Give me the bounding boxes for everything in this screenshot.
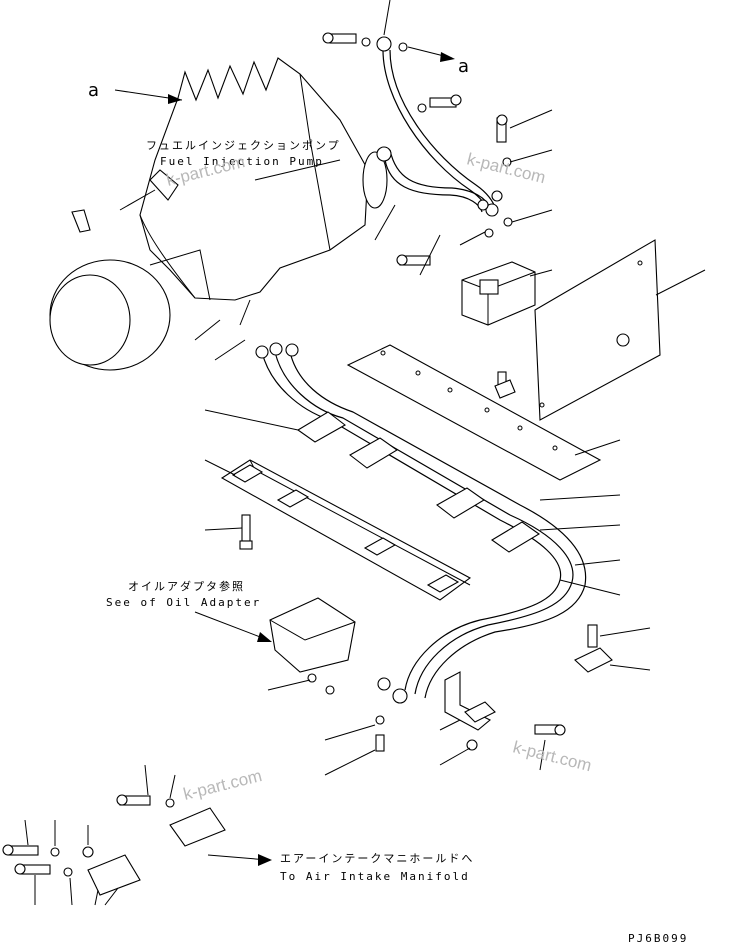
drawing-code: PJ6B099 (628, 932, 688, 945)
connector-block (396, 254, 536, 326)
watermark-4: k-part.com (511, 737, 594, 775)
l-bracket (444, 624, 613, 751)
fuel-pump-label-en: Fuel Injection Pump (160, 155, 324, 168)
air-intake-label-en: To Air Intake Manifold (280, 870, 470, 883)
callout-arrows (114, 46, 455, 866)
mounting-plate (494, 239, 661, 421)
fuel-pump-label-jp: フュエルインジェクションポンプ (146, 139, 341, 152)
oil-adapter-label-jp: オイルアダプタ参照 (128, 579, 245, 593)
pipe-clamps (296, 411, 541, 553)
fuel-pipes-middle (255, 342, 587, 704)
fuel-pipes-upper (376, 36, 503, 217)
flat-bar (346, 344, 602, 481)
ref-a-top: a (458, 56, 469, 77)
fuel-injection-pump (49, 57, 388, 371)
bottom-left-parts (2, 794, 226, 896)
air-intake-label-jp: エアーインテークマニホールドへ (280, 852, 474, 865)
oil-adapter-label-en: See of Oil Adapter (106, 596, 261, 609)
watermark-3: k-part.com (181, 766, 264, 804)
oil-adapter (269, 597, 385, 752)
ref-a-left: a (88, 80, 99, 101)
channel-bracket (220, 459, 472, 601)
top-bolts (322, 32, 513, 238)
leader-lines (24, 0, 706, 906)
